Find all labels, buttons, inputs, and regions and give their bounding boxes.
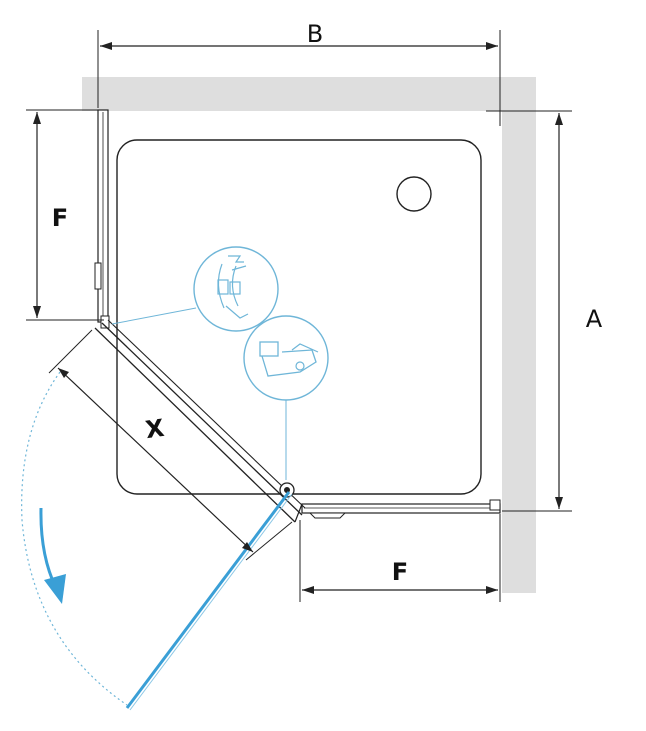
dimension-a: A	[486, 110, 603, 512]
diagonal-frame	[94, 319, 306, 523]
open-door	[125, 491, 293, 711]
dimension-a-label: A	[586, 305, 603, 333]
shower-tray	[116, 139, 482, 495]
dimension-f-bottom: F	[299, 514, 501, 602]
drain-icon	[396, 176, 432, 212]
dimension-x-label: X	[144, 414, 167, 444]
bottom-fixed-panel	[301, 499, 501, 519]
dimension-x: X	[48, 329, 293, 561]
wall-top	[82, 77, 536, 111]
magnetic-profile-icon	[111, 246, 279, 332]
hinge-bracket-icon	[243, 315, 329, 480]
swing-arc	[21, 371, 128, 706]
left-fixed-panel	[94, 109, 110, 329]
swing-direction-arrow-icon	[39, 507, 58, 589]
wall-corner	[82, 77, 536, 593]
dimension-b: B	[97, 20, 501, 126]
dimension-f-bottom-label: F	[392, 558, 408, 586]
dimension-f-left: F	[26, 109, 104, 321]
wall-right	[502, 77, 536, 593]
dimension-b-label: B	[307, 20, 323, 48]
dimension-f-left-label: F	[52, 204, 68, 232]
